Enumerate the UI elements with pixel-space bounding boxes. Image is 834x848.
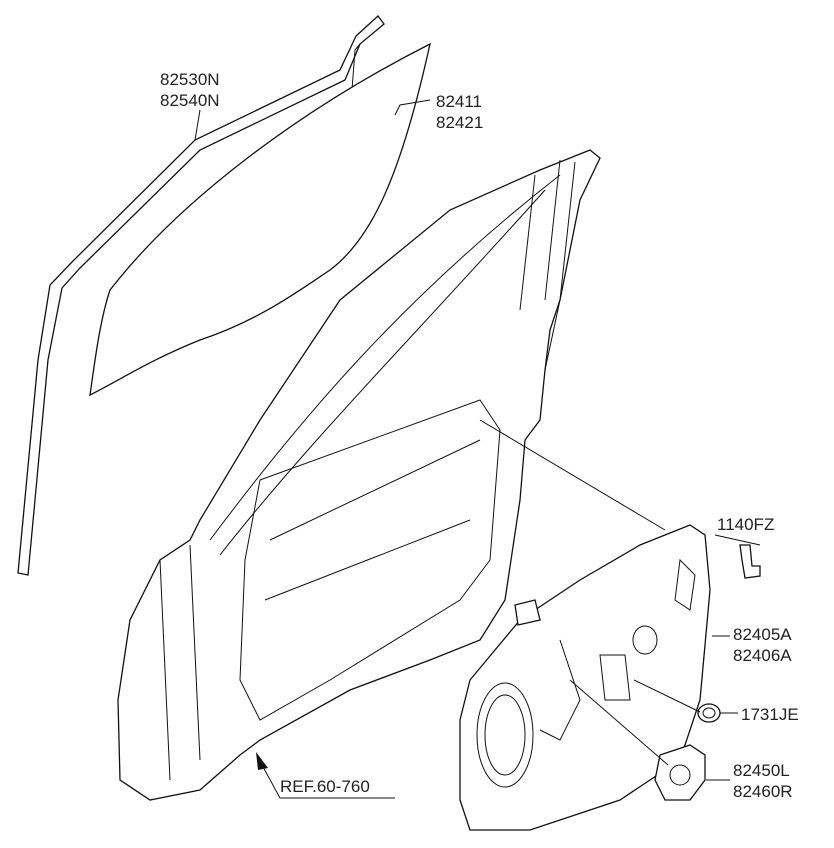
callout-82540N: 82540N bbox=[160, 91, 220, 110]
leader-lines bbox=[194, 99, 761, 799]
run-channel-part bbox=[17, 15, 385, 576]
door-glass-part bbox=[89, 42, 431, 397]
callout-82406A: 82406A bbox=[733, 646, 792, 665]
callout-82530N: 82530N bbox=[160, 70, 220, 89]
callout-1731JE: 1731JE bbox=[741, 705, 799, 724]
callout-82450L: 82450L bbox=[733, 761, 790, 780]
module-panel-part bbox=[459, 524, 711, 831]
callout-82421: 82421 bbox=[436, 113, 483, 132]
callout-1140FZ: 1140FZ bbox=[717, 515, 774, 534]
door-inner-panel bbox=[117, 149, 601, 801]
regulator-motor-part bbox=[654, 744, 706, 801]
callout-82411: 82411 bbox=[436, 92, 482, 111]
callout-82460R: 82460R bbox=[733, 782, 793, 801]
reference-label[interactable]: REF.60-760 bbox=[280, 777, 370, 796]
bolt-part bbox=[739, 544, 761, 579]
grommet-part bbox=[697, 703, 721, 723]
callout-82405A: 82405A bbox=[733, 625, 792, 644]
